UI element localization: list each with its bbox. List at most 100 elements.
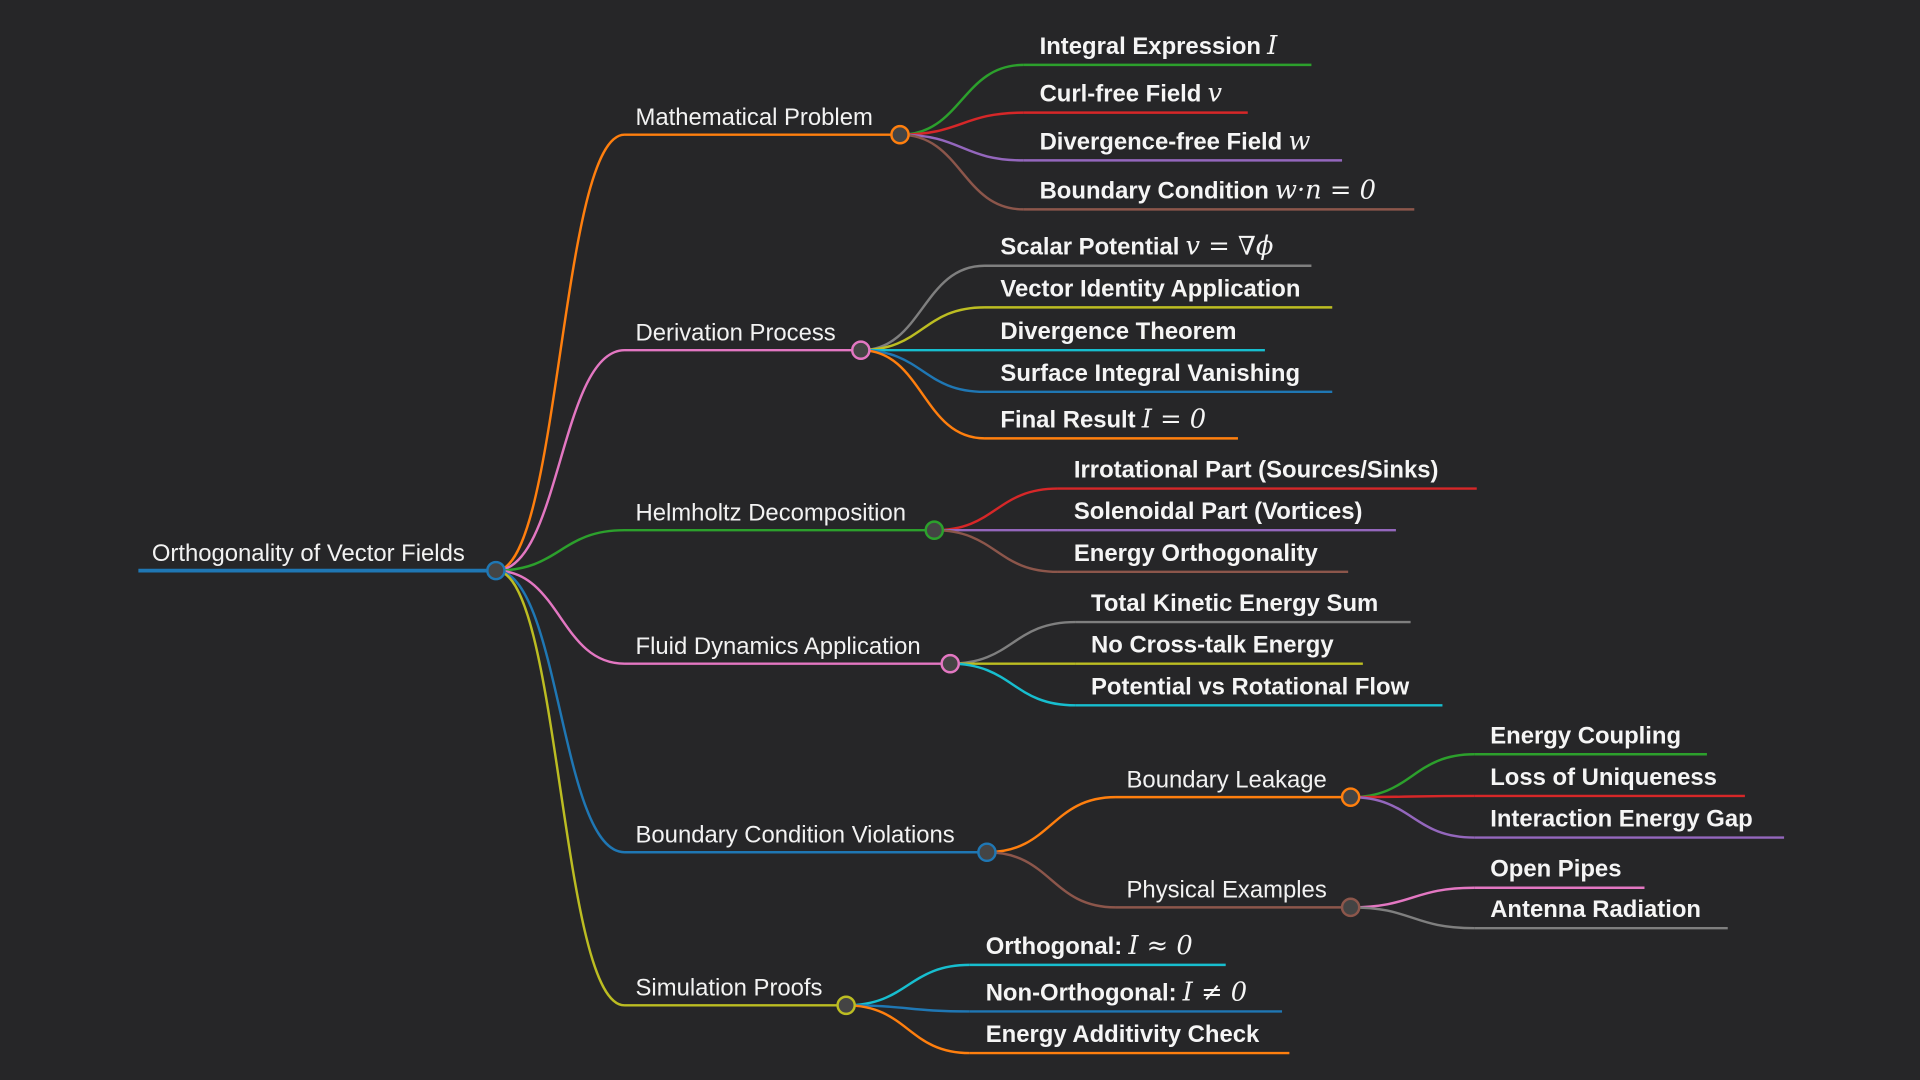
branch-edge bbox=[495, 528, 625, 572]
leaf-edge bbox=[860, 348, 985, 440]
leaf-node[interactable]: Interaction Energy Gap bbox=[1490, 806, 1753, 833]
subbranch-node[interactable]: Boundary Leakage bbox=[1127, 766, 1327, 793]
leaf-node[interactable]: Energy Orthogonality bbox=[1074, 540, 1319, 567]
leaf-edge bbox=[846, 963, 970, 1007]
node-label: Irrotational Part (Sources/Sinks) bbox=[1074, 457, 1439, 484]
leaf-node[interactable]: Orthogonal:I ≈ 0 bbox=[986, 931, 1193, 961]
subbranch-node[interactable]: Physical Examples bbox=[1127, 877, 1327, 904]
leaf-edge bbox=[1350, 794, 1475, 799]
leaf-edge bbox=[899, 133, 1024, 211]
branch-edge bbox=[495, 569, 625, 665]
leaf-edge bbox=[860, 348, 985, 394]
branch-toggle[interactable] bbox=[890, 124, 910, 145]
node-label: Total Kinetic Energy Sum bbox=[1091, 590, 1378, 617]
node-label: Boundary Condition bbox=[1040, 177, 1269, 204]
node-label: Divergence Theorem bbox=[1000, 318, 1236, 345]
node-label: Divergence-free Field bbox=[1040, 128, 1283, 155]
branch-toggle[interactable] bbox=[940, 653, 961, 674]
leaf-edge bbox=[950, 662, 1076, 707]
node-label: Helmholtz Decomposition bbox=[636, 499, 907, 526]
branch-toggle[interactable] bbox=[924, 520, 945, 541]
node-label: Orthogonality of Vector Fields bbox=[152, 540, 465, 567]
leaf-edge bbox=[899, 133, 1024, 162]
node-label: Fluid Dynamics Application bbox=[636, 633, 921, 660]
node-label: Surface Integral Vanishing bbox=[1000, 360, 1300, 387]
leaf-node[interactable]: Scalar Potential v = ∇ϕ bbox=[1000, 232, 1273, 262]
branch-toggle[interactable] bbox=[851, 340, 871, 360]
leaf-edge bbox=[860, 306, 985, 352]
branch-node[interactable]: Derivation Process bbox=[636, 319, 836, 346]
node-math: v bbox=[1207, 79, 1222, 109]
leaf-edge bbox=[1350, 886, 1475, 909]
node-label: Vector Identity Application bbox=[1000, 275, 1300, 302]
leaf-node[interactable]: Surface Integral Vanishing bbox=[1000, 360, 1300, 387]
leaf-edge bbox=[846, 1004, 970, 1055]
node-math: I ≠ 0 bbox=[1182, 977, 1247, 1007]
leaf-edge bbox=[934, 528, 1058, 574]
node-label: Derivation Process bbox=[636, 319, 836, 346]
branch-node[interactable]: Helmholtz Decomposition bbox=[636, 499, 907, 526]
node-label: Mathematical Problem bbox=[636, 104, 873, 131]
leaf-edge bbox=[1350, 753, 1475, 799]
node-label: Physical Examples bbox=[1127, 877, 1327, 904]
node-label: Simulation Proofs bbox=[636, 975, 823, 1002]
root-node[interactable]: Orthogonality of Vector Fields bbox=[152, 540, 465, 567]
node-label: Final Result bbox=[1000, 406, 1135, 433]
edges bbox=[138, 63, 1785, 1055]
node-math: I = 0 bbox=[1141, 404, 1206, 434]
leaf-node[interactable]: Potential vs Rotational Flow bbox=[1091, 673, 1410, 700]
leaf-node[interactable]: Vector Identity Application bbox=[1000, 275, 1300, 302]
subbranch-toggle[interactable] bbox=[1340, 787, 1361, 807]
leaf-node[interactable]: Divergence Theorem bbox=[1000, 318, 1236, 345]
branch-node[interactable]: Boundary Condition Violations bbox=[636, 821, 955, 848]
branch-toggle[interactable] bbox=[977, 842, 997, 863]
leaf-edge bbox=[986, 795, 1116, 854]
node-label: Energy Orthogonality bbox=[1074, 540, 1319, 567]
node-label: Scalar Potential bbox=[1000, 234, 1179, 261]
leaf-node[interactable]: Solenoidal Part (Vortices) bbox=[1074, 498, 1363, 525]
node-label: Curl-free Field bbox=[1040, 81, 1202, 108]
node-math: v = ∇ϕ bbox=[1186, 232, 1274, 262]
node-label: Potential vs Rotational Flow bbox=[1091, 673, 1410, 700]
labels: Orthogonality of Vector Fields Mathematic… bbox=[152, 31, 1753, 1048]
node-label: No Cross-talk Energy bbox=[1091, 632, 1334, 659]
leaf-edge bbox=[846, 1004, 970, 1013]
leaf-node[interactable]: Energy Coupling bbox=[1490, 722, 1681, 749]
node-label: Integral Expression bbox=[1040, 33, 1261, 60]
node-math: w bbox=[1288, 126, 1310, 156]
node-label: Non-Orthogonal: bbox=[986, 979, 1177, 1006]
node-math: I bbox=[1266, 31, 1278, 61]
branch-node[interactable]: Mathematical Problem bbox=[636, 104, 873, 131]
leaf-edge bbox=[986, 851, 1116, 909]
node-label: Antenna Radiation bbox=[1490, 896, 1701, 923]
leaf-edge bbox=[899, 63, 1024, 136]
leaf-node[interactable]: Energy Additivity Check bbox=[986, 1021, 1260, 1048]
node-math: w·n = 0 bbox=[1275, 175, 1376, 205]
root-toggle[interactable] bbox=[486, 560, 506, 581]
leaf-node[interactable]: Open Pipes bbox=[1490, 856, 1621, 883]
leaf-node[interactable]: Total Kinetic Energy Sum bbox=[1091, 590, 1378, 617]
node-label: Boundary Leakage bbox=[1127, 766, 1327, 793]
node-label: Orthogonal: bbox=[986, 933, 1123, 960]
branch-toggle[interactable] bbox=[836, 995, 856, 1016]
leaf-node[interactable]: Non-Orthogonal:I ≠ 0 bbox=[986, 977, 1247, 1007]
leaf-edge bbox=[950, 620, 1076, 665]
branch-node[interactable]: Simulation Proofs bbox=[636, 975, 823, 1002]
node-math: I ≈ 0 bbox=[1127, 931, 1192, 961]
leaf-edge bbox=[860, 264, 985, 352]
branch-node[interactable]: Fluid Dynamics Application bbox=[636, 633, 921, 660]
leaf-node[interactable]: Irrotational Part (Sources/Sinks) bbox=[1074, 457, 1439, 484]
subbranch-toggle[interactable] bbox=[1340, 897, 1361, 918]
leaf-node[interactable]: Loss of Uniqueness bbox=[1490, 764, 1717, 791]
leaf-edge bbox=[1350, 906, 1475, 930]
leaf-node[interactable]: No Cross-talk Energy bbox=[1091, 632, 1334, 659]
leaf-node[interactable]: Antenna Radiation bbox=[1490, 896, 1701, 923]
node-label: Solenoidal Part (Vortices) bbox=[1074, 498, 1363, 525]
leaf-edge bbox=[899, 111, 1024, 136]
